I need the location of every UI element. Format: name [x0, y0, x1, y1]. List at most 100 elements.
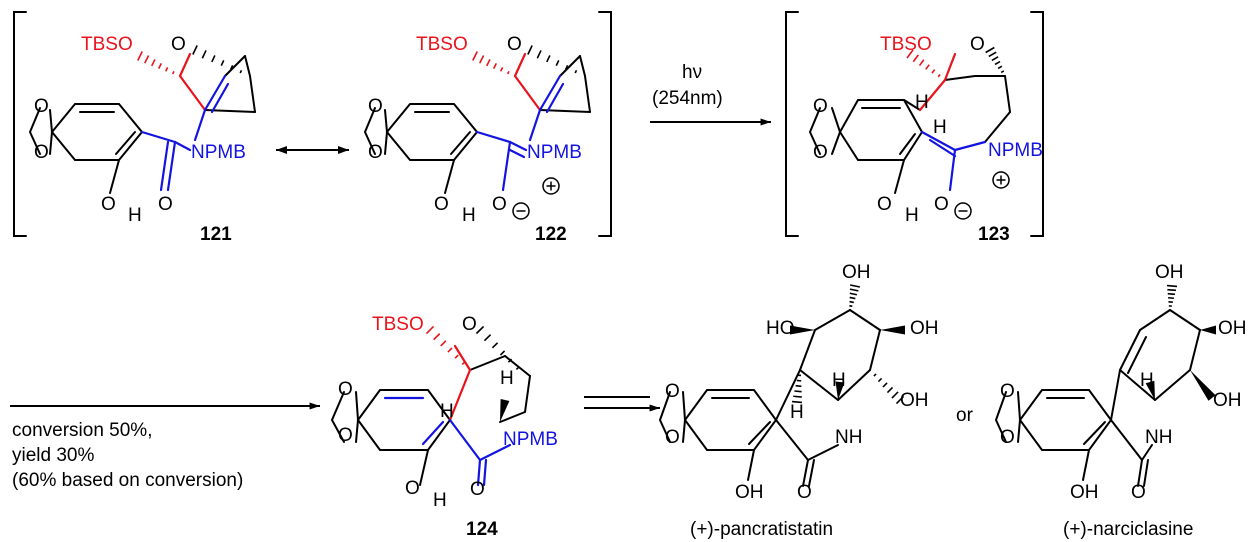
h-label: H [915, 92, 929, 113]
bond-line [944, 75, 976, 81]
bond-line [1127, 336, 1147, 374]
bond-line [140, 130, 177, 144]
hash-bond [515, 366, 520, 370]
bond-line [384, 131, 388, 155]
bond-line [173, 140, 192, 152]
bond-line [682, 419, 686, 443]
bond-line [799, 329, 816, 371]
resonance-arrow-head [276, 146, 287, 154]
epoxide-o-label: O [970, 34, 985, 55]
bond-line [920, 130, 957, 152]
bond-line [808, 107, 821, 155]
bond-line [984, 111, 1011, 143]
o-label: O [492, 194, 507, 215]
bond-line [355, 419, 359, 443]
compound-number: 121 [200, 224, 232, 245]
bond-line [166, 140, 177, 192]
hash-bond [895, 395, 905, 405]
bond-line [249, 75, 256, 113]
pancratistatin-structure: OH HO OH OH H H O O NH OH O (+)-pancrati… [665, 262, 939, 540]
wedge-bond [790, 325, 815, 335]
h-label: H [128, 205, 142, 226]
o-label: O [101, 194, 116, 215]
bond-line [894, 159, 905, 194]
o-label: O [368, 142, 383, 163]
o-label: O [34, 142, 49, 163]
narciclasine-structure: OH OH OH H O O NH OH O (+)-narciclasine [1000, 262, 1247, 540]
hash-bond [931, 69, 936, 74]
hash-bond [985, 46, 995, 54]
hash-bond [499, 350, 506, 356]
npmb-label: NPMB [988, 140, 1043, 161]
h-label: H [790, 402, 804, 423]
hash-bond [994, 60, 1001, 66]
hash-bond [492, 63, 498, 69]
hash-bond [877, 377, 883, 383]
o-label: O [934, 194, 949, 215]
bond-line [419, 449, 429, 486]
hash-bond [1166, 284, 1178, 288]
bond-line [421, 420, 445, 446]
hash-bond [239, 69, 243, 74]
nh-label: NH [835, 427, 862, 448]
h-label: H [1140, 370, 1154, 391]
hash-bond [882, 382, 888, 388]
hash-bond [475, 325, 485, 335]
bond-line [814, 309, 851, 331]
hash-bond [891, 391, 899, 399]
bond-line [1004, 75, 1011, 113]
epoxide-o-label: O [507, 34, 522, 55]
bond-line [808, 459, 815, 487]
bond-line [869, 329, 881, 371]
npmb-label: NPMB [503, 429, 558, 450]
bond-line [453, 344, 472, 372]
bond-line [115, 131, 136, 155]
hash-bond [144, 55, 150, 64]
hash-bond [157, 63, 163, 69]
hash-bond [491, 342, 499, 349]
bond-line [363, 107, 376, 155]
h-label: H [433, 490, 447, 511]
hash-bond [211, 55, 216, 63]
oh-label: OH [842, 262, 871, 283]
based-on-label: (60% based on conversion) [12, 470, 243, 491]
epoxide-o-label: O [171, 34, 186, 55]
hash-bond [433, 333, 441, 341]
o-label: O [434, 194, 449, 215]
bond-line [444, 159, 455, 194]
bond-line [159, 140, 170, 192]
bond-line [747, 449, 755, 481]
bond-line [903, 99, 921, 111]
wavelength-label: (254nm) [652, 88, 723, 109]
bond-line [849, 309, 881, 331]
bond-line [559, 55, 581, 77]
hash-bond [849, 288, 859, 292]
bond-line [513, 52, 527, 78]
hash-bond [230, 65, 234, 70]
wedge-bond [1145, 380, 1155, 400]
bond-line [13, 11, 27, 237]
bond-line [355, 391, 359, 421]
tbso-label: TBSO [372, 314, 424, 335]
bond-line [1110, 419, 1143, 461]
bond-line [918, 78, 947, 112]
bond-line [1017, 419, 1021, 443]
oh-label: OH [910, 318, 939, 339]
o-label: O [1000, 381, 1015, 402]
hash-bond [793, 395, 802, 398]
o-label: O [1131, 482, 1146, 503]
hash-bond [499, 67, 504, 72]
pancratistatin-name: (+)-pancratistatin [690, 519, 833, 540]
hash-bond [536, 50, 542, 59]
charge-circle [542, 177, 560, 195]
oh-label: OH [1213, 390, 1242, 411]
hash-bond [486, 59, 491, 67]
compound-number: 123 [978, 224, 1010, 245]
hash-bond [906, 49, 914, 59]
hash-bond [886, 386, 894, 394]
yield-label: yield 30% [12, 445, 94, 466]
hash-bond [997, 65, 1003, 70]
bond-line [1082, 449, 1090, 481]
bond-line [478, 443, 512, 462]
